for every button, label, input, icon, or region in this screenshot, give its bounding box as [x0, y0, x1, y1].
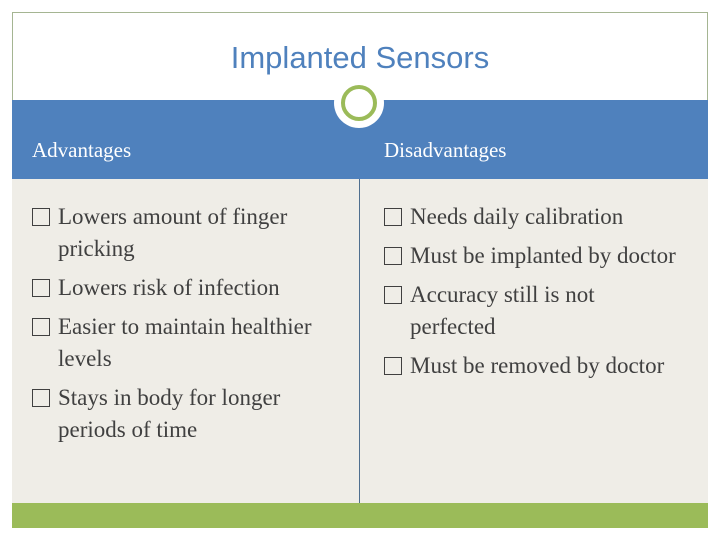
bullet-box-icon [384, 357, 402, 375]
disadvantage-text: Must be removed by doctor [410, 353, 665, 378]
bullet-box-icon [384, 286, 402, 304]
bullet-box-icon [32, 208, 50, 226]
header-advantages: Advantages [32, 138, 132, 162]
column-divider [359, 179, 360, 503]
bullet-box-icon [384, 247, 402, 265]
list-item: Must be implanted by doctor [384, 240, 684, 272]
header-disadvantages: Disadvantages [384, 138, 507, 162]
disadvantages-list: Needs daily calibration Must be implante… [384, 201, 684, 389]
bullet-box-icon [384, 208, 402, 226]
list-item: Accuracy still is not perfected [384, 279, 684, 343]
advantage-text: Easier to maintain healthier levels [58, 314, 312, 371]
disadvantage-text: Must be implanted by doctor [410, 243, 676, 268]
table-body [12, 179, 708, 503]
list-item: Lowers amount of finger pricking [32, 201, 350, 265]
advantage-text: Lowers amount of finger pricking [58, 204, 288, 261]
bullet-box-icon [32, 318, 50, 336]
slide-title: Implanted Sensors [230, 40, 490, 75]
bullet-box-icon [32, 279, 50, 297]
advantages-list: Lowers amount of finger pricking Lowers … [32, 201, 350, 453]
bullet-box-icon [32, 389, 50, 407]
list-item: Lowers risk of infection [32, 272, 350, 304]
list-item: Must be removed by doctor [384, 350, 684, 382]
list-item: Needs daily calibration [384, 201, 684, 233]
advantage-text: Stays in body for longer periods of time [58, 385, 281, 442]
circle-ornament-icon [341, 85, 377, 121]
disadvantage-text: Accuracy still is not perfected [410, 282, 595, 339]
footer-accent-bar [12, 503, 708, 528]
disadvantage-text: Needs daily calibration [410, 204, 624, 229]
list-item: Easier to maintain healthier levels [32, 311, 350, 375]
advantage-text: Lowers risk of infection [58, 275, 280, 300]
list-item: Stays in body for longer periods of time [32, 382, 350, 446]
